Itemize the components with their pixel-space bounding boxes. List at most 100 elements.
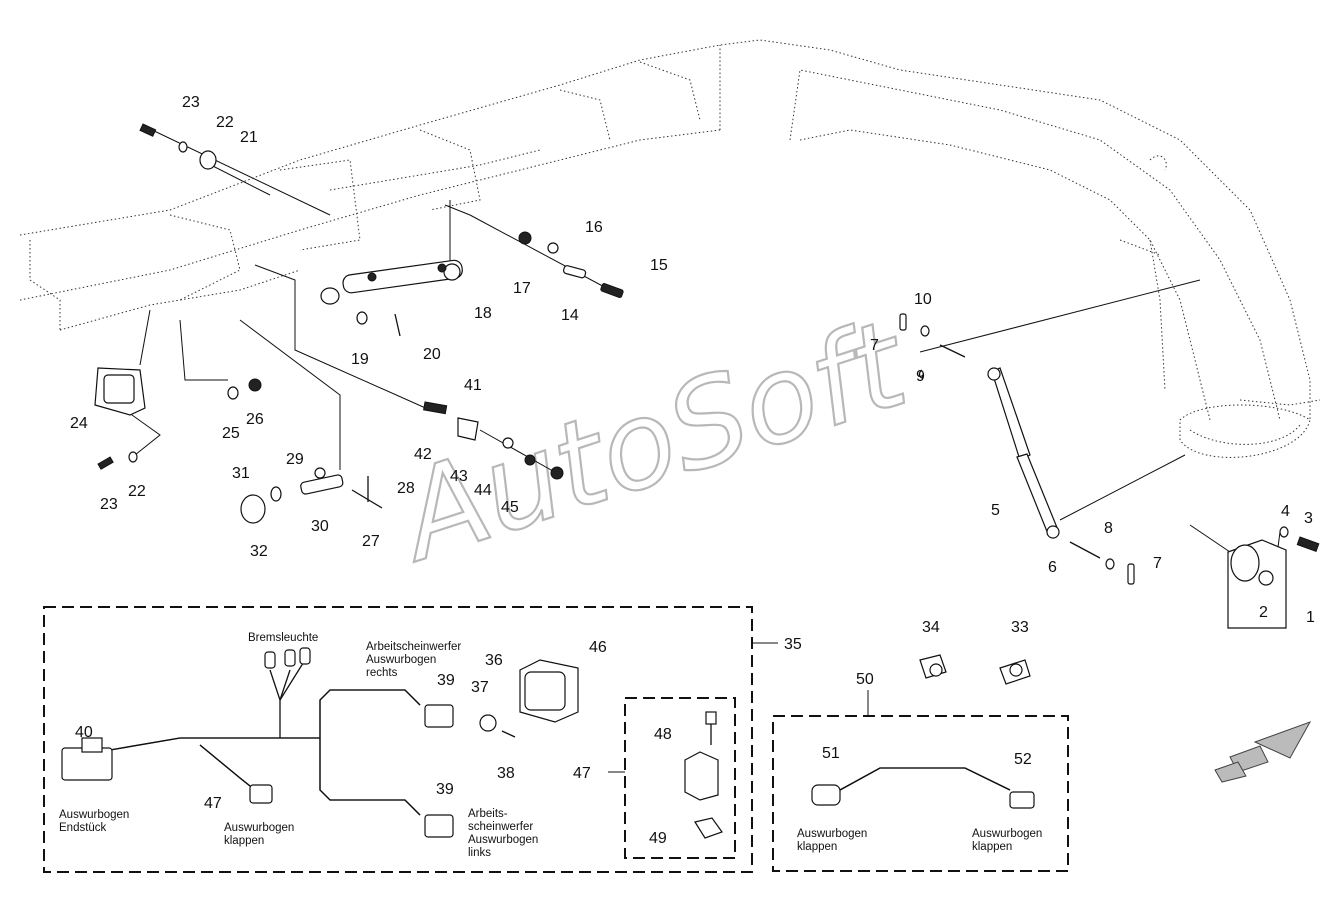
boom-frame — [19, 39, 1321, 458]
watermark: AutoSoft — [379, 294, 925, 589]
callout-31: 31 — [232, 465, 250, 482]
cylinder-18 — [320, 259, 463, 305]
cable-box-50 — [772, 715, 1069, 872]
callout-47-box: 47 — [573, 765, 591, 782]
clamp-33 — [999, 659, 1031, 685]
navigation-arrow-icon — [1214, 721, 1312, 783]
callout-47-harness: 47 — [204, 795, 222, 812]
callout-16: 16 — [585, 219, 603, 236]
callout-24: 24 — [70, 415, 88, 432]
callout-8: 8 — [1104, 520, 1113, 537]
callout-22-top: 22 — [216, 114, 234, 131]
callout-25: 25 — [222, 425, 240, 442]
callout-48: 48 — [654, 726, 672, 743]
text-labels: Bremsleuchte Arbeitscheinwerfer Auswurbo… — [59, 632, 1042, 859]
callout-17: 17 — [513, 280, 531, 297]
callout-26: 26 — [246, 411, 264, 428]
bracket-41-45 — [423, 401, 564, 480]
callout-19: 19 — [351, 351, 369, 368]
pin-20 — [394, 313, 401, 337]
harness-box-35 — [43, 606, 753, 873]
callout-numbers: 1 2 3 4 5 6 7 7 8 9 10 14 15 16 17 18 19… — [70, 94, 1315, 847]
callout-10: 10 — [914, 291, 932, 308]
label-arbeit-links-2: scheinwerfer — [468, 821, 533, 833]
callout-9: 9 — [916, 368, 925, 385]
callout-38: 38 — [497, 765, 515, 782]
callout-18: 18 — [474, 305, 492, 322]
connector-48-49 — [684, 711, 723, 839]
callout-21: 21 — [240, 129, 258, 146]
leader-lines — [124, 127, 1281, 581]
lamp-46 — [479, 659, 579, 738]
washer-22 — [128, 451, 138, 463]
callout-14: 14 — [561, 307, 579, 324]
label-endstueck-1: Auswurbogen — [59, 809, 129, 821]
bracket-1 — [1227, 526, 1320, 629]
callout-15: 15 — [650, 257, 668, 274]
fastener-14-17 — [518, 231, 624, 298]
callout-41: 41 — [464, 377, 482, 394]
label-klappen-52-1: Auswurbogen — [972, 828, 1042, 840]
callout-34: 34 — [922, 619, 940, 636]
callout-50: 50 — [856, 671, 874, 688]
gas-strut-5 — [899, 313, 1135, 585]
callout-35: 35 — [784, 636, 802, 653]
callout-52: 52 — [1014, 751, 1032, 768]
callout-32: 32 — [250, 543, 268, 560]
washer-25 — [227, 386, 239, 400]
label-klappen-47-1: Auswurbogen — [224, 822, 294, 834]
label-bremsleuchte: Bremsleuchte — [248, 632, 318, 644]
callout-46: 46 — [589, 639, 607, 656]
callout-39-top: 39 — [437, 672, 455, 689]
callout-28: 28 — [397, 480, 415, 497]
callout-39-bottom: 39 — [436, 781, 454, 798]
callout-3: 3 — [1304, 510, 1313, 527]
label-arbeit-rechts-3: rechts — [366, 667, 398, 679]
connector-box-47 — [624, 697, 736, 859]
callout-37: 37 — [471, 679, 489, 696]
callout-7-bottom: 7 — [1153, 555, 1162, 572]
callout-4: 4 — [1281, 503, 1290, 520]
callout-44: 44 — [474, 482, 492, 499]
callout-36: 36 — [485, 652, 503, 669]
label-klappen-51-2: klappen — [797, 841, 837, 853]
label-arbeit-rechts-1: Arbeitscheinwerfer — [366, 641, 461, 653]
callout-20: 20 — [423, 346, 441, 363]
callout-2: 2 — [1259, 604, 1268, 621]
label-arbeit-links-4: links — [468, 847, 491, 859]
callout-23-top: 23 — [182, 94, 200, 111]
label-arbeit-links-1: Arbeits- — [468, 808, 508, 820]
nut-26 — [248, 378, 262, 392]
clamp-34 — [919, 654, 947, 679]
callout-30: 30 — [311, 518, 329, 535]
callout-1: 1 — [1306, 609, 1315, 626]
callout-49: 49 — [649, 830, 667, 847]
callout-33: 33 — [1011, 619, 1029, 636]
callout-22-bottom: 22 — [128, 483, 146, 500]
callout-6: 6 — [1048, 559, 1057, 576]
callout-40: 40 — [75, 724, 93, 741]
switch-30 — [240, 467, 383, 524]
callout-29: 29 — [286, 451, 304, 468]
wiring-harness — [61, 647, 454, 838]
label-arbeit-links-3: Auswurbogen — [468, 834, 538, 846]
fastener-23-22-21 — [139, 123, 217, 170]
callout-23-bottom: 23 — [100, 496, 118, 513]
washer-19 — [356, 311, 368, 325]
bolt-23 — [97, 456, 114, 470]
callout-43: 43 — [450, 468, 468, 485]
label-arbeit-rechts-2: Auswurbogen — [366, 654, 436, 666]
cable-51-52 — [811, 767, 1035, 809]
label-klappen-51-1: Auswurbogen — [797, 828, 867, 840]
label-klappen-47-2: klappen — [224, 835, 264, 847]
label-klappen-52-2: klappen — [972, 841, 1012, 853]
callout-51: 51 — [822, 745, 840, 762]
label-endstueck-2: Endstück — [59, 822, 107, 834]
callout-7-top: 7 — [870, 337, 879, 354]
callout-42: 42 — [414, 446, 432, 463]
callout-5: 5 — [991, 502, 1000, 519]
callout-27: 27 — [362, 533, 380, 550]
callout-45: 45 — [501, 499, 519, 516]
lamp-24 — [94, 367, 146, 416]
